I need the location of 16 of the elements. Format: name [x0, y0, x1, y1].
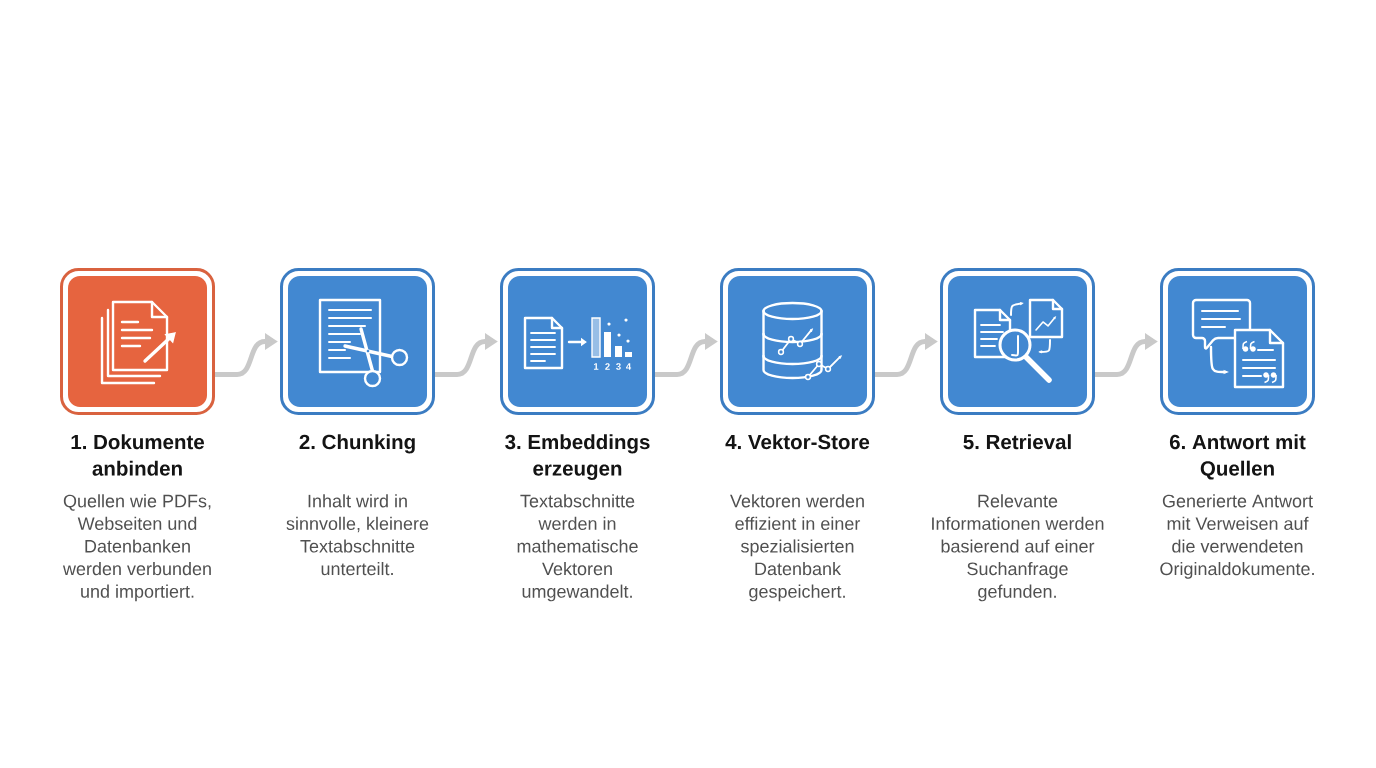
- step-title: 4. Vektor-Store: [725, 434, 870, 450]
- step-description: Textabschnitte werden in mathematische Vektoren umgewandelt.: [517, 494, 638, 602]
- step-title: 5. Retrieval: [963, 434, 1071, 450]
- step-description: Quellen wie PDFs, Webseiten und Datenbanken werden verbunden und importiert.: [62, 494, 211, 602]
- step-title: 1. Dokumente anbinden: [71, 434, 204, 476]
- step-title: 2. Chunking: [299, 434, 415, 454]
- bar-label: 3: [616, 363, 621, 370]
- step-title: 6. Antwort mit Quellen: [1169, 434, 1306, 480]
- bar-label: 1: [593, 363, 599, 370]
- step-description: Relevante Informationen werden basierend auf einer Suchanfrage gefunden.: [932, 494, 1104, 602]
- bar-label: 2: [605, 363, 610, 370]
- step-description: Inhalt wird in sinnvolle, kleinere Textabschnitte unterteilt.: [286, 494, 429, 576]
- step-description: Generierte Antwort mit Verweisen auf die verwendeten Originaldokumente.: [1160, 494, 1314, 579]
- step-title: 3. Embeddings erzeugen: [505, 434, 650, 480]
- step-description: Vektoren werden effizient in einer spezialisierten Datenbank gespeichert.: [730, 494, 864, 602]
- bar-label: 4: [626, 363, 632, 370]
